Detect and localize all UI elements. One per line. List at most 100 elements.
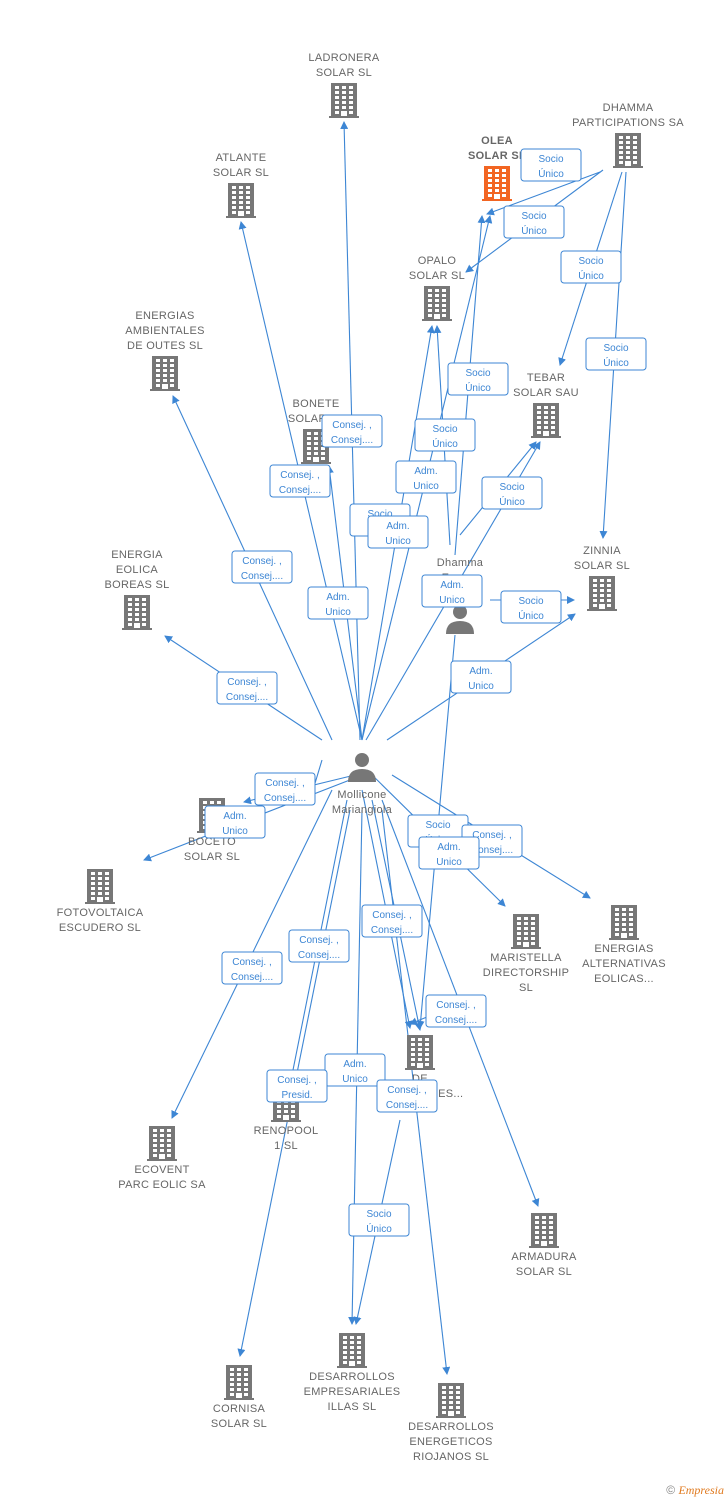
relation-label-text: Adm.: [223, 811, 246, 822]
relation-label-text: Consej....: [331, 435, 373, 446]
person-icon: [348, 753, 376, 782]
relation-label[interactable]: Adm.Unico: [418, 836, 480, 870]
relation-label[interactable]: Consej. ,Consej....: [288, 929, 350, 963]
node-label-line: EOLICAS...: [594, 973, 654, 985]
relation-label-text: Único: [518, 609, 544, 622]
relation-label-text: Unico: [468, 681, 494, 692]
relation-label-text: Socio: [432, 424, 457, 435]
relation-label[interactable]: Consej. ,Consej....: [361, 904, 423, 938]
building-icon: [482, 166, 512, 201]
relation-label[interactable]: Adm.Unico: [421, 574, 483, 608]
relation-label-text: Adm.: [386, 521, 409, 532]
relation-label-text: Único: [366, 1222, 392, 1235]
node-label-line: SOLAR SL: [213, 167, 269, 179]
relation-label-text: Unico: [413, 481, 439, 492]
brand-name: Empresia: [678, 1483, 724, 1497]
node-label-line: ALTERNATIVAS: [582, 958, 666, 970]
building-icon: [531, 403, 561, 438]
person-icon: [446, 605, 474, 634]
building-icon: [587, 576, 617, 611]
relation-label-text: Unico: [439, 595, 465, 606]
relation-label[interactable]: Adm.Unico: [307, 586, 369, 620]
node-label-line: DIRECTORSHIP: [483, 967, 570, 979]
relation-label[interactable]: Consej. ,Consej....: [254, 772, 316, 806]
node-label-line: PARTICIPATIONS SA: [572, 117, 684, 129]
building-icon: [85, 869, 115, 904]
node-label-line: LADRONERA: [308, 52, 380, 64]
relation-label[interactable]: Adm. Unico: [367, 515, 429, 549]
node-label-line: SOLAR SL: [184, 851, 240, 863]
relation-label-text: Consej....: [231, 972, 273, 983]
node-maristella[interactable]: MARISTELLA DIRECTORSHIP SL: [483, 914, 570, 994]
relation-label[interactable]: Consej. ,Consej....: [231, 550, 293, 584]
relation-label[interactable]: Adm. Unico: [395, 460, 457, 494]
relation-label-text: Consej. ,: [277, 1075, 316, 1086]
relation-label-text: Adm.: [414, 466, 437, 477]
relation-label-text: Consej. ,: [265, 778, 304, 789]
node-label-line: AMBIENTALES: [125, 325, 205, 337]
relation-label-text: Adm.: [469, 666, 492, 677]
relation-label[interactable]: Consej. ,Consej....: [269, 464, 331, 498]
relation-label-text: Unico: [385, 536, 411, 547]
node-label-line: Mollicone: [337, 789, 386, 801]
node-label-line: SOLAR SL: [516, 1266, 572, 1278]
relation-label-text: Adm.: [437, 842, 460, 853]
relation-label[interactable]: Consej. ,Consej....: [221, 951, 283, 985]
node-ladronera[interactable]: LADRONERA SOLAR SL: [308, 52, 380, 118]
relation-label-text: Consej. ,: [332, 420, 371, 431]
relation-label-text: Unico: [342, 1074, 368, 1085]
relation-label-text: Presid.: [281, 1090, 312, 1101]
relation-label[interactable]: Adm.Unico: [324, 1053, 386, 1087]
relation-label[interactable]: Adm. Unico: [450, 660, 512, 694]
relation-label[interactable]: Consej. , Presid.: [266, 1069, 328, 1103]
relation-label[interactable]: Consej. ,Consej....: [425, 994, 487, 1028]
node-label-line: SL: [519, 982, 533, 994]
footer-brand[interactable]: © Empresia: [666, 1483, 724, 1498]
building-icon: [337, 1333, 367, 1368]
relation-label[interactable]: Consej. , Consej....: [321, 414, 383, 448]
node-label-line: ARMADURA: [511, 1251, 577, 1263]
building-icon: [529, 1213, 559, 1248]
node-alternativas[interactable]: ENERGIAS ALTERNATIVAS EOLICAS...: [582, 905, 666, 985]
node-label-line: ENERGIA: [111, 549, 163, 561]
node-label-line: RENOPOOL: [254, 1125, 319, 1137]
relation-label[interactable]: Consej. ,Consej....: [376, 1079, 438, 1113]
relation-label-text: Socio: [425, 820, 450, 831]
building-icon: [436, 1383, 466, 1418]
relation-label-text: Consej. ,: [387, 1085, 426, 1096]
node-armadura[interactable]: ARMADURA SOLAR SL: [511, 1213, 577, 1278]
relation-label-text: Único: [578, 269, 604, 282]
relation-label-text: Único: [603, 356, 629, 369]
relation-label[interactable]: Adm.Unico: [204, 805, 266, 839]
node-label-line: SOLAR SL: [316, 67, 372, 79]
relation-label-text: Consej. ,: [436, 1000, 475, 1011]
relation-label[interactable]: Consej. ,Consej....: [216, 671, 278, 705]
node-label-line: MARISTELLA: [490, 952, 562, 964]
node-label-line: ENERGIAS: [594, 943, 653, 955]
node-label-line: ENERGIAS: [135, 310, 194, 322]
relation-label-text: Único: [499, 495, 525, 508]
